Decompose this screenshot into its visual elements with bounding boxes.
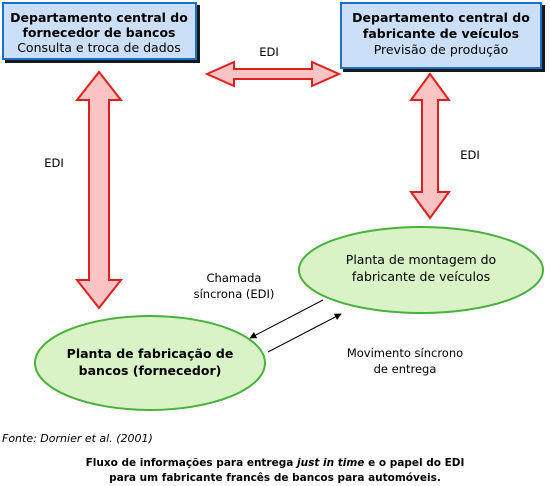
edi-horizontal-arrow (204, 60, 342, 88)
assembly-plant-line-2: fabricante de veículos (352, 269, 490, 284)
manufacturer-hq-title-1: Departamento central do (352, 10, 530, 25)
sync-call-arrow (249, 299, 324, 339)
assembly-plant-line-1: Planta de montagem do (346, 252, 496, 267)
sync-call-label-2: síncrona (EDI) (194, 287, 275, 301)
seat-plant-line-1: Planta de fabricação de (67, 346, 234, 361)
edi-top-label: EDI (259, 45, 279, 59)
edi-right-vertical-arrow (409, 72, 451, 220)
supplier-hq-subtitle: Consulta e troca de dados (17, 40, 181, 55)
sync-move-label-2: de entrega (374, 362, 437, 376)
caption-italic: just in time (297, 457, 365, 469)
assembly-plant-ellipse: Planta de montagem do fabricante de veíc… (298, 226, 544, 314)
manufacturer-hq-box: Departamento central do fabricante de ve… (340, 2, 542, 69)
edi-left-vertical-arrow (74, 70, 124, 310)
caption-part-2: e o papel do EDI (364, 457, 465, 469)
sync-move-label-1: Movimento síncrono (347, 346, 463, 360)
edi-left-label: EDI (44, 156, 64, 170)
supplier-hq-box: Departamento central do fornecedor de ba… (2, 2, 197, 60)
sync-delivery-arrow (267, 313, 342, 353)
supplier-hq-title-2: fornecedor de bancos (22, 25, 175, 40)
sync-call-label-1: Chamada (207, 271, 262, 285)
source-citation: Fonte: Dornier et al. (2001) (2, 432, 153, 445)
supplier-hq-title-1: Departamento central do (10, 10, 188, 25)
manufacturer-hq-title-2: fabricante de veículos (363, 26, 519, 41)
seat-plant-ellipse: Planta de fabricação de bancos (forneced… (34, 315, 266, 411)
figure-caption: Fluxo de informações para entrega just i… (0, 456, 550, 486)
caption-line-2: para um fabricante francês de bancos par… (109, 472, 441, 484)
edi-right-label: EDI (460, 148, 480, 162)
caption-part-1: Fluxo de informações para entrega (85, 457, 297, 469)
manufacturer-hq-subtitle: Previsão de produção (374, 42, 509, 57)
seat-plant-line-2: bancos (fornecedor) (79, 363, 222, 378)
